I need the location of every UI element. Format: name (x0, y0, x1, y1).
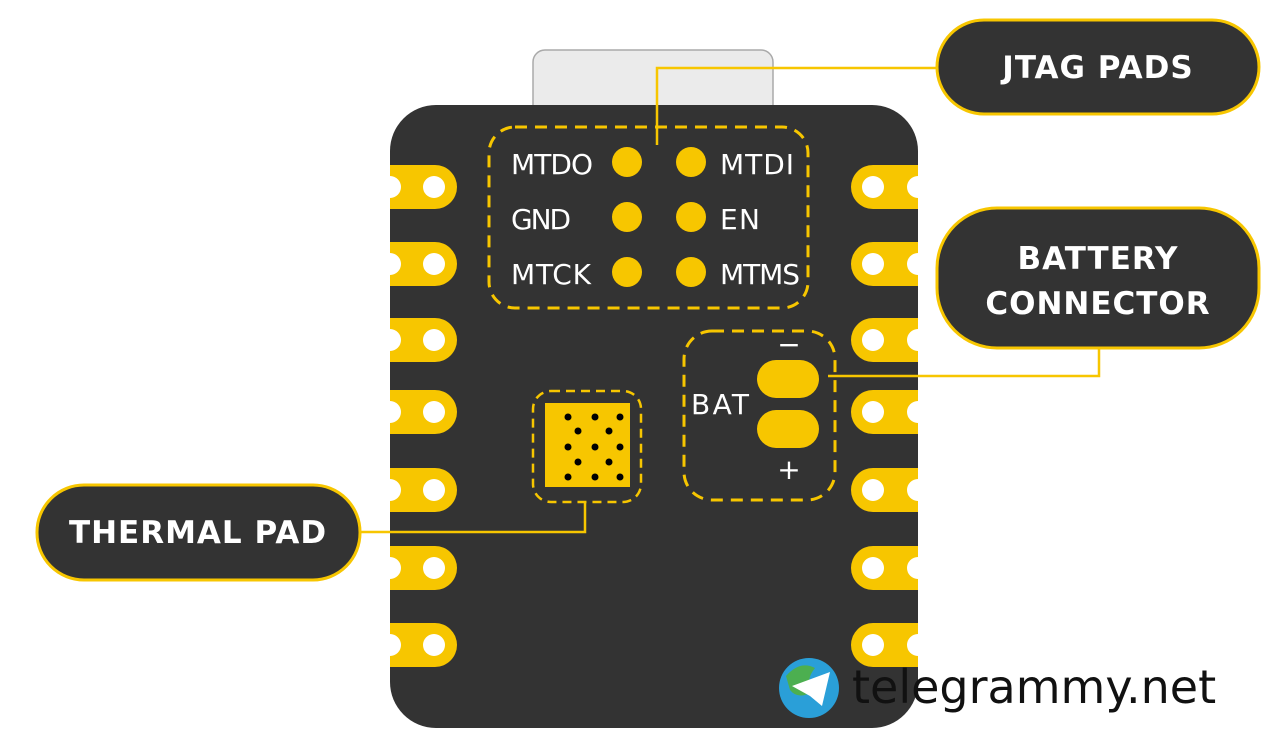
right-pad (851, 165, 918, 209)
pad-hole (907, 479, 929, 501)
jtag-pad (612, 202, 642, 232)
pad-hole (379, 479, 401, 501)
pad-hole (423, 557, 445, 579)
pad-hole (423, 253, 445, 275)
thermal-via (574, 458, 582, 466)
thermal-via (616, 473, 624, 481)
thermal-via (605, 458, 613, 466)
pad-hole (423, 479, 445, 501)
thermal-via (591, 443, 599, 451)
telegram-globe-icon (779, 658, 839, 718)
battery-area (682, 329, 837, 502)
pad-hole (907, 329, 929, 351)
pad-hole (907, 401, 929, 423)
thermal-area (531, 389, 643, 504)
thermal-via (564, 413, 572, 421)
pad-label-mtms: MTMS (720, 258, 800, 291)
jtag-pad (676, 202, 706, 232)
jtag-pad (676, 257, 706, 287)
pad-hole (379, 176, 401, 198)
jtag-leader-line (655, 66, 937, 145)
thermal-pad (545, 403, 630, 487)
thermal-callout-title: THERMAL PAD (69, 515, 327, 551)
pad-hole (862, 557, 884, 579)
thermal-via (616, 413, 624, 421)
jtag-pads (612, 147, 706, 287)
pad-hole (423, 176, 445, 198)
jtag-pad (612, 147, 642, 177)
battery-plus-label: + (777, 453, 800, 486)
pad-hole (907, 557, 929, 579)
battery-pad-plus (757, 410, 819, 448)
jtag-pad (612, 257, 642, 287)
pad-label-mtdo: MTDO (511, 148, 593, 181)
pcb-board (390, 105, 918, 728)
battery-pad-minus (757, 360, 819, 398)
battery-minus-label: − (777, 328, 800, 361)
pad-label-en: EN (720, 203, 760, 236)
pad-hole (423, 634, 445, 656)
pad-hole (423, 401, 445, 423)
pad-hole (862, 634, 884, 656)
castellated-pads (379, 165, 929, 667)
pad-hole (862, 253, 884, 275)
thermal-via (574, 427, 582, 435)
thermal-vias (564, 413, 624, 481)
pad-hole (379, 557, 401, 579)
battery-callout (935, 206, 1261, 350)
pad-label-mtdi: MTDI (720, 148, 794, 181)
thermal-via (564, 473, 572, 481)
pad-hole (379, 253, 401, 275)
pad-hole (862, 401, 884, 423)
right-pad (851, 318, 918, 362)
thermal-callout (35, 483, 362, 582)
battery-leader-line (828, 348, 1101, 378)
jtag-pad (676, 147, 706, 177)
pad-label-mtck: MTCK (511, 258, 592, 291)
pad-hole (423, 329, 445, 351)
thermal-via (591, 473, 599, 481)
thermal-leader-line (360, 502, 587, 534)
thermal-via (591, 413, 599, 421)
thermal-via (616, 443, 624, 451)
thermal-via (564, 443, 572, 451)
pad-hole (907, 253, 929, 275)
pad-hole (862, 479, 884, 501)
right-pad (851, 468, 918, 512)
right-pad (851, 623, 918, 667)
battery-callout-line2: CONNECTOR (985, 286, 1210, 322)
battery-label: BAT (691, 388, 750, 421)
pad-hole (862, 329, 884, 351)
pad-hole (379, 329, 401, 351)
pad-hole (862, 176, 884, 198)
right-pad (851, 546, 918, 590)
pad-label-gnd: GND (511, 203, 571, 236)
battery-callout-line1: BATTERY (1017, 241, 1178, 277)
right-pad (851, 390, 918, 434)
pad-hole (907, 176, 929, 198)
pad-hole (907, 634, 929, 656)
jtag-callout (935, 18, 1261, 116)
pad-hole (379, 401, 401, 423)
pad-hole (379, 634, 401, 656)
watermark-text: telegrammy.net (852, 660, 1216, 714)
thermal-via (605, 427, 613, 435)
jtag-callout-title: JTAG PADS (1000, 50, 1193, 86)
right-pad (851, 242, 918, 286)
jtag-area (487, 125, 810, 310)
